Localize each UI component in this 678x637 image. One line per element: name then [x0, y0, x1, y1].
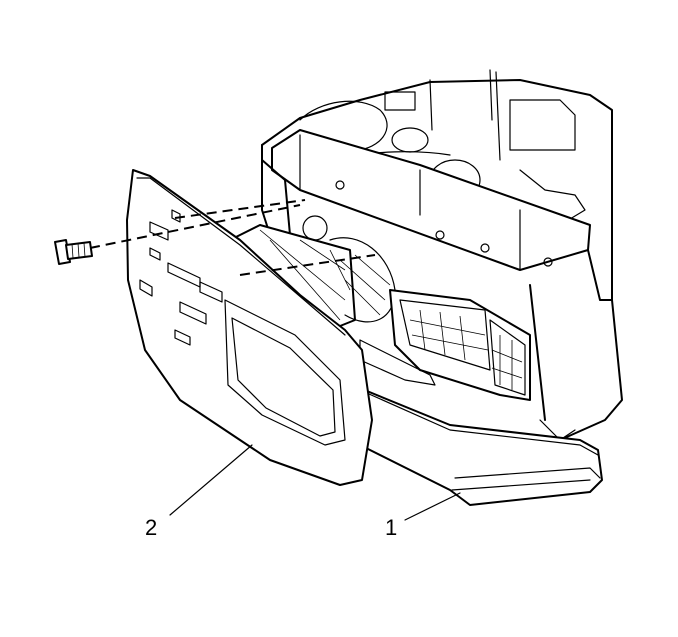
fascia-slot [179, 301, 207, 325]
fastener-thread [71, 242, 86, 259]
callout-1: 1 [385, 492, 461, 540]
fascia-slot [174, 329, 191, 346]
right-body-edge [529, 284, 546, 421]
leader-line-1 [404, 492, 461, 521]
headlamp-grid [409, 309, 489, 361]
engine-component-box [384, 91, 416, 111]
alignment-line-lower [239, 254, 376, 276]
headlamp-lens [399, 299, 491, 371]
engine-hoses [429, 69, 501, 161]
horn [302, 215, 328, 241]
fastener-assembly [54, 199, 376, 276]
fascia-clip [171, 209, 181, 223]
alignment-line-top [174, 199, 306, 219]
bolt [335, 180, 345, 190]
pulley [391, 127, 429, 153]
fan-guard [339, 254, 391, 316]
fascia-slot [149, 247, 161, 261]
callout-label-2: 2 [145, 515, 157, 540]
callout-label-1: 1 [385, 515, 397, 540]
grille-mesh [249, 229, 351, 321]
fascia-slot [199, 281, 223, 303]
side-marker-grid [491, 335, 523, 390]
front-bumper [339, 379, 603, 506]
fascia-opening [224, 299, 346, 446]
leader-line-2 [169, 444, 253, 516]
vehicle-front-end [229, 69, 623, 441]
bumper-top-edge [359, 389, 599, 456]
support-ribs [299, 134, 521, 271]
fascia-opening-inner [231, 317, 336, 437]
headlamp [389, 289, 531, 401]
bolt [435, 230, 445, 240]
alignment-line-upper [89, 204, 301, 249]
bumper-lower-edge [359, 444, 451, 491]
side-marker [489, 319, 526, 396]
bumper-strip [454, 467, 601, 479]
right-fender-edge [587, 249, 613, 301]
engine-housing [509, 99, 576, 151]
body-outline [261, 79, 623, 441]
fascia-top-lip [136, 177, 346, 336]
air-cleaner [299, 100, 388, 151]
bumper-fascia [126, 169, 373, 486]
bolt [480, 243, 490, 253]
bolt [543, 257, 553, 267]
callout-2: 2 [145, 444, 253, 540]
fascia-slot [149, 221, 169, 241]
fascia-slot [139, 279, 153, 297]
bumper-strip-lower [451, 479, 591, 491]
